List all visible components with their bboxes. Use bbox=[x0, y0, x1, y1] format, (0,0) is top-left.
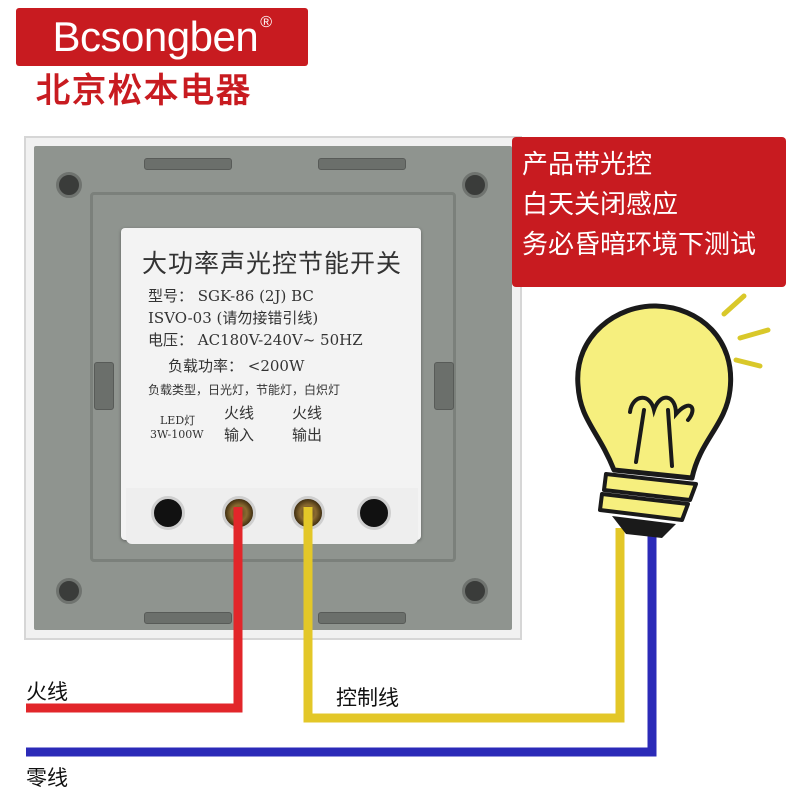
switch-panel-frame bbox=[90, 192, 456, 562]
screw-icon bbox=[56, 578, 82, 604]
live-out-label: 火线 bbox=[292, 404, 323, 422]
note-line: 务必昏暗环境下测试 bbox=[522, 230, 757, 260]
terminal-icon bbox=[151, 496, 185, 530]
control-wire bbox=[303, 507, 625, 723]
mounting-slot bbox=[144, 612, 232, 624]
screw-icon bbox=[462, 172, 488, 198]
screw-icon bbox=[56, 172, 82, 198]
mounting-slot bbox=[318, 158, 406, 170]
brand-name-cn: 北京松本电器 bbox=[36, 71, 252, 111]
live-wire-label: 火线 bbox=[26, 680, 68, 704]
note-line: 白天关闭感应 bbox=[522, 190, 679, 220]
brand-logo: Bcsongben® bbox=[16, 8, 308, 66]
module-led-label: LED灯 bbox=[160, 414, 196, 427]
live-in-label: 火线 bbox=[224, 404, 255, 422]
neutral-wire bbox=[26, 528, 657, 757]
module-load-type: 负载类型，日光灯，节能灯，白炽灯 bbox=[148, 383, 341, 397]
control-wire-label: 控制线 bbox=[336, 686, 399, 710]
mounting-slot bbox=[94, 362, 114, 410]
live-out-sub-label: 输出 bbox=[292, 426, 323, 444]
mounting-slot bbox=[144, 158, 232, 170]
module-title: 大功率声光控节能开关 bbox=[142, 249, 403, 278]
mounting-slot bbox=[434, 362, 454, 410]
module-voltage: 电压： AC180V-240V~ 50HZ bbox=[148, 331, 363, 349]
live-wire bbox=[26, 507, 243, 713]
brand-logo-text: Bcsongben bbox=[52, 13, 259, 60]
module-model: 型号： SGK-86 (2J) BC bbox=[148, 287, 314, 305]
terminal-icon bbox=[357, 496, 391, 530]
module-led-range: 3W-100W bbox=[150, 428, 204, 441]
light-bulb-icon bbox=[575, 293, 771, 538]
live-in-sub-label: 输入 bbox=[224, 426, 255, 444]
module-load-power: 负载功率： <200W bbox=[168, 357, 305, 375]
module-model-line2: ISVO-03 (请勿接错引线) bbox=[148, 309, 319, 327]
mounting-slot bbox=[318, 612, 406, 624]
screw-icon bbox=[462, 578, 488, 604]
neutral-wire-label: 零线 bbox=[26, 766, 68, 790]
light-control-note: 产品带光控 白天关闭感应 务必昏暗环境下测试 bbox=[512, 137, 786, 287]
registered-mark: ® bbox=[260, 14, 272, 31]
note-line: 产品带光控 bbox=[522, 150, 653, 180]
